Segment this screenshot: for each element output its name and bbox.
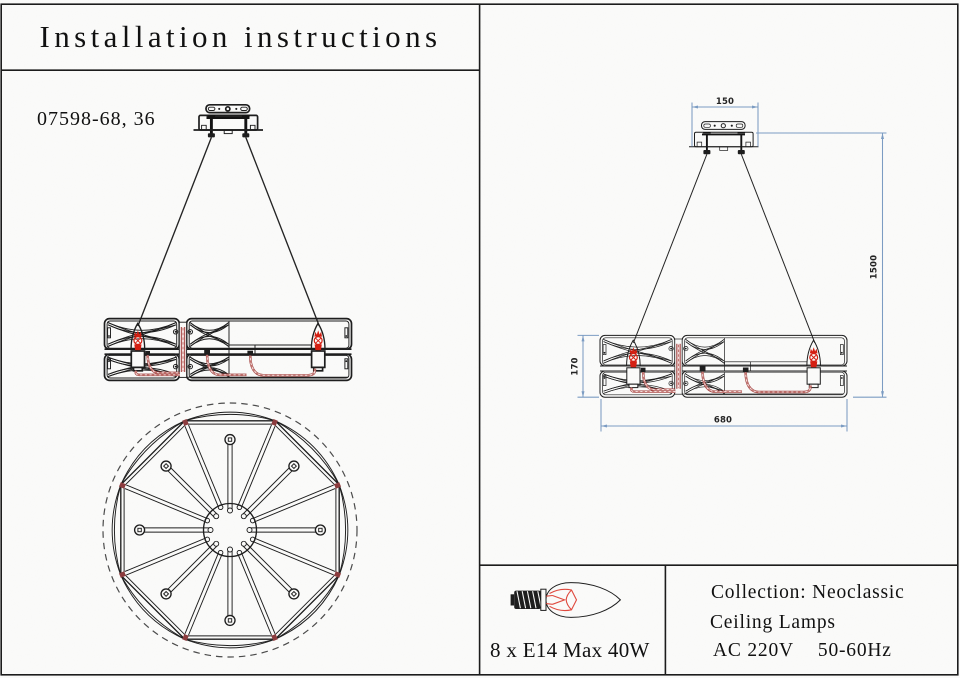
bulb-spec: 8 x E14 Max 40W (490, 638, 650, 662)
frequency-label: 50-60Hz (817, 640, 892, 661)
power-label: AC 220V 50-60Hz (713, 640, 892, 662)
page-title: Installation instructions (39, 19, 442, 54)
collection-label: Collection: Neoclassic (711, 582, 905, 603)
model-number: 07598-68, 36 (37, 108, 156, 130)
category-label: Ceiling Lamps (710, 612, 836, 633)
voltage-label: AC 220V (713, 640, 794, 661)
